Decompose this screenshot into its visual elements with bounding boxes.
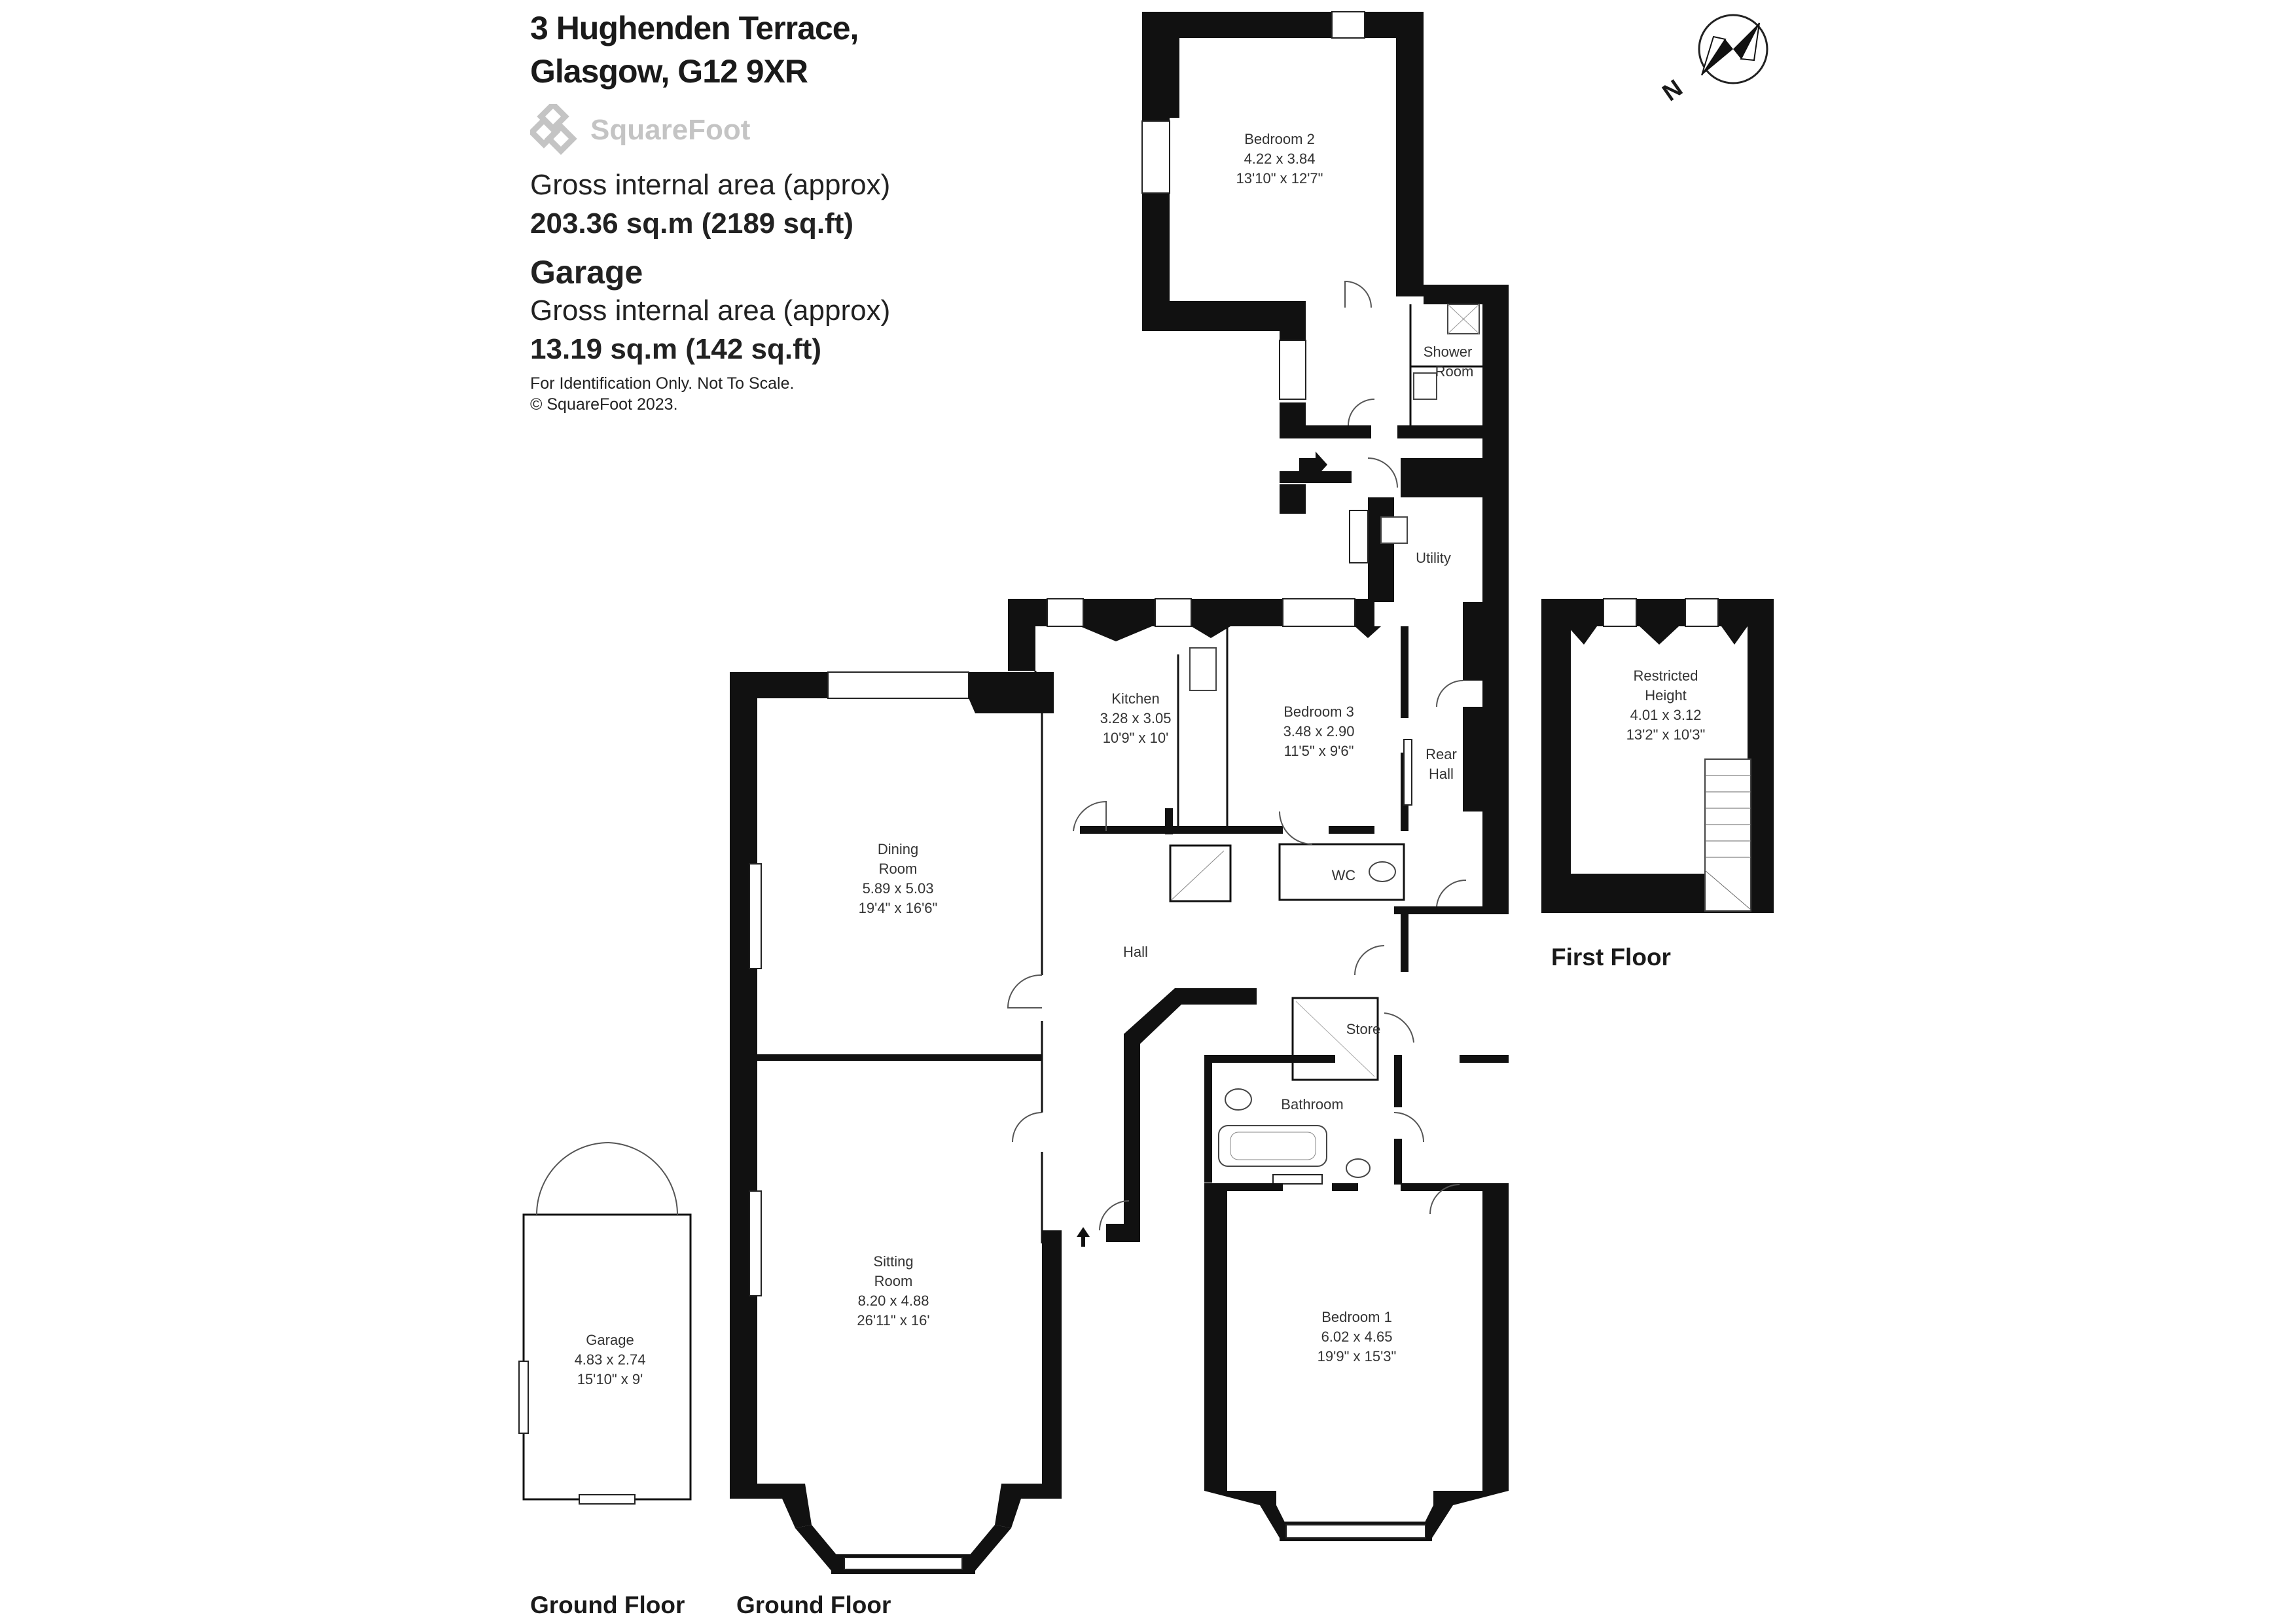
dining-room-label-1: Dining [878, 841, 918, 857]
wc-toilet-icon [1369, 861, 1396, 882]
dining-room-label-2: Room [879, 861, 918, 877]
restricted-height-metric: 4.01 x 3.12 [1630, 707, 1702, 723]
rear-entrance-arrow-icon [1299, 452, 1327, 478]
rear-wing-walls [1279, 280, 1509, 913]
kitchen-imperial: 10'9" x 10' [1103, 730, 1169, 746]
compass-north-label: N [1657, 75, 1687, 107]
bedroom-2-imperial: 13'10" x 12'7" [1236, 170, 1323, 187]
garage-walls [518, 1142, 692, 1505]
garage-area-label: Gross internal area (approx) [530, 294, 891, 327]
utility-sink-icon [1380, 516, 1408, 544]
wc-label: WC [1332, 867, 1356, 883]
bedroom-3-name: Bedroom 3 [1283, 704, 1354, 720]
bedroom-3-imperial: 11'5" x 9'6" [1284, 743, 1354, 759]
restricted-height-label-1: Restricted [1633, 668, 1698, 684]
sitting-room-imperial: 26'11" x 16' [857, 1312, 929, 1329]
bedroom-1-imperial: 19'9" x 15'3" [1318, 1348, 1397, 1364]
kitchen-sink-icon [1189, 647, 1217, 691]
garage-area-heading: Garage [530, 254, 643, 291]
floor-labels: Ground Floor Ground Floor First Floor [530, 944, 1671, 1618]
front-entrance-arrow-icon [1077, 1227, 1090, 1247]
garage-floor-label: Ground Floor [530, 1592, 685, 1618]
garage-area-value: 13.19 sq.m (142 sq.ft) [530, 333, 822, 365]
staircase-icon [1704, 758, 1751, 912]
address-line-2: Glasgow, G12 9XR [530, 53, 808, 90]
restricted-height-label-2: Height [1645, 687, 1687, 704]
garage-metric: 4.83 x 2.74 [575, 1351, 646, 1368]
rear-hall-label-2: Hall [1429, 766, 1454, 782]
bathroom-basin-icon [1346, 1158, 1371, 1178]
store-label: Store [1346, 1021, 1381, 1037]
sitting-room-label-2: Room [874, 1273, 913, 1289]
main-area-value: 203.36 sq.m (2189 sq.ft) [530, 207, 854, 240]
hall-label: Hall [1123, 944, 1148, 960]
dining-room-imperial: 19'4" x 16'6" [859, 900, 938, 916]
utility-label: Utility [1416, 550, 1451, 566]
bathtub-icon [1218, 1125, 1327, 1167]
shower-room-sink-icon [1413, 372, 1437, 400]
garage-imperial: 15'10" x 9' [577, 1371, 643, 1387]
disclaimer-note: For Identification Only. Not To Scale. [530, 374, 795, 393]
restricted-height-imperial: 13'2" x 10'3" [1626, 726, 1706, 743]
main-area-label: Gross internal area (approx) [530, 169, 891, 201]
kitchen-name: Kitchen [1111, 690, 1159, 707]
bedroom-2-walls [1141, 11, 1424, 331]
bedroom-1-name: Bedroom 1 [1321, 1309, 1392, 1325]
main-floor-label: Ground Floor [736, 1592, 891, 1618]
first-floor-label: First Floor [1551, 944, 1671, 971]
sitting-room-metric: 8.20 x 4.88 [858, 1293, 929, 1309]
bedroom-2-metric: 4.22 x 3.84 [1244, 151, 1316, 167]
sitting-room-label-1: Sitting [873, 1253, 913, 1270]
kitchen-metric: 3.28 x 3.05 [1100, 710, 1172, 726]
first-floor-walls [1541, 598, 1774, 913]
room-labels: Bedroom 2 4.22 x 3.84 13'10" x 12'7" Sho… [575, 131, 1706, 1387]
squarefoot-logo-icon [530, 104, 577, 155]
main-floor-walls [730, 598, 1509, 1574]
copyright-note: © SquareFoot 2023. [530, 395, 678, 414]
bedroom-1-metric: 6.02 x 4.65 [1321, 1329, 1393, 1345]
dining-room-metric: 5.89 x 5.03 [863, 880, 934, 897]
compass-icon: N [1657, 14, 1768, 107]
logo-text: SquareFoot [590, 114, 751, 146]
garage-name: Garage [586, 1332, 634, 1348]
plan-header: 3 Hughenden Terrace, Glasgow, G12 9XR Sq… [530, 7, 1054, 415]
shower-room-label-2: Room [1435, 363, 1474, 380]
squarefoot-logo: SquareFoot [530, 101, 1054, 160]
bedroom-3-metric: 3.48 x 2.90 [1283, 723, 1355, 740]
bathroom-label: Bathroom [1281, 1096, 1343, 1113]
bathroom-toilet-icon [1225, 1088, 1252, 1111]
bedroom-2-name: Bedroom 2 [1244, 131, 1315, 147]
address-line-1: 3 Hughenden Terrace, [530, 10, 859, 46]
shower-room-label-1: Shower [1424, 344, 1473, 360]
rear-hall-label-1: Rear [1426, 746, 1457, 762]
